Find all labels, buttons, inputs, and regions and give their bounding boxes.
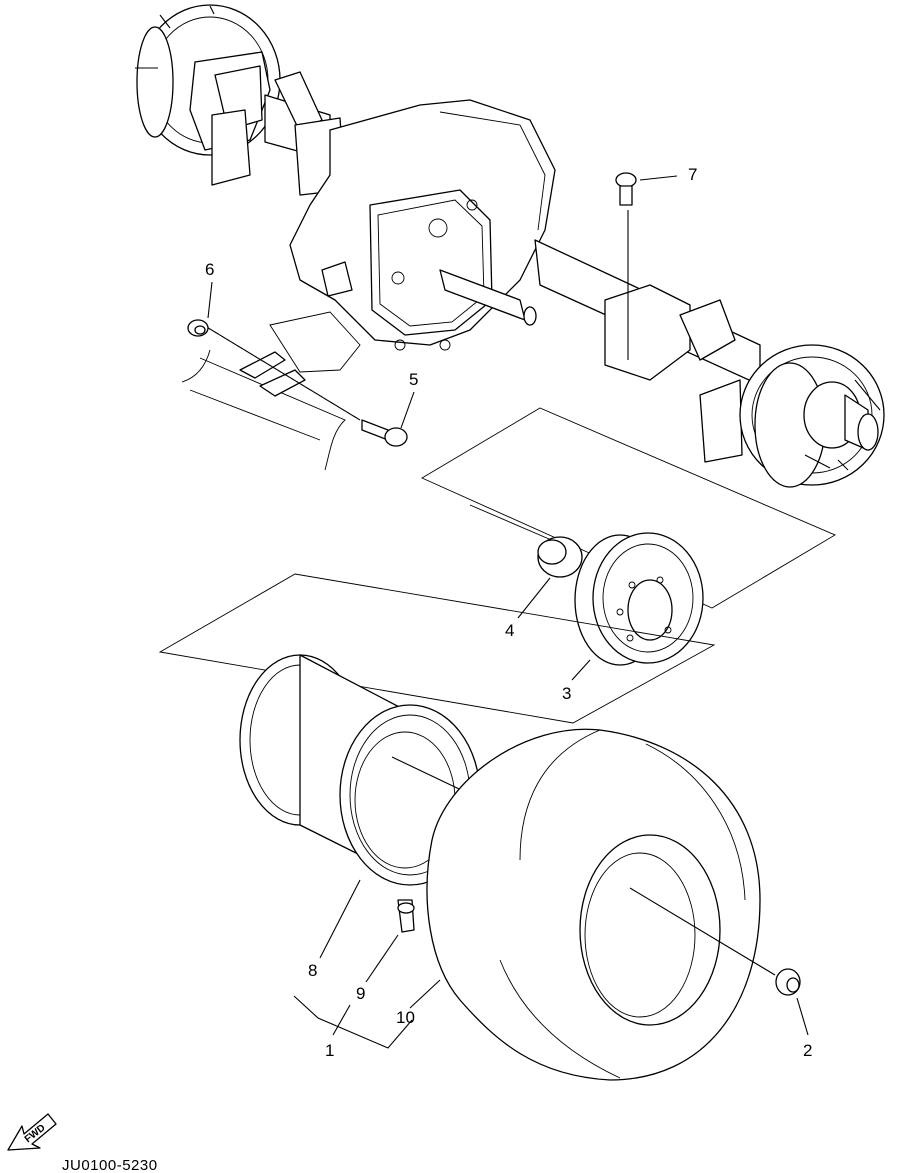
callout-1: 1 bbox=[325, 1041, 334, 1060]
leader-lines bbox=[207, 175, 809, 1049]
wheel-plane-outline bbox=[158, 573, 716, 724]
part-9-valve-stem bbox=[397, 899, 415, 933]
callout-4: 4 bbox=[505, 621, 514, 640]
part-5-bolt bbox=[361, 419, 408, 447]
part-2-lug-nut bbox=[775, 968, 801, 996]
part-4-hub-cap bbox=[537, 536, 583, 578]
frame-bracket bbox=[181, 311, 361, 471]
callout-2: 2 bbox=[803, 1041, 812, 1060]
callout-5: 5 bbox=[409, 370, 418, 389]
callout-8: 8 bbox=[308, 961, 317, 980]
part-8-wheel-rim bbox=[239, 654, 481, 886]
callout-7: 7 bbox=[688, 165, 697, 184]
callout-9: 9 bbox=[356, 984, 365, 1003]
callout-3: 3 bbox=[562, 684, 571, 703]
part-7-bolt bbox=[615, 172, 637, 360]
callout-10: 10 bbox=[396, 1008, 415, 1027]
part-6-nut bbox=[187, 319, 209, 337]
part-3-wheel-hub bbox=[574, 532, 704, 666]
rear-axle-assembly bbox=[135, 4, 885, 488]
drawing-code: JU0100-5230 bbox=[62, 1157, 158, 1173]
fwd-arrow-icon: FWD bbox=[7, 1113, 57, 1151]
callout-6: 6 bbox=[205, 260, 214, 279]
part-10-tire bbox=[426, 728, 776, 1081]
